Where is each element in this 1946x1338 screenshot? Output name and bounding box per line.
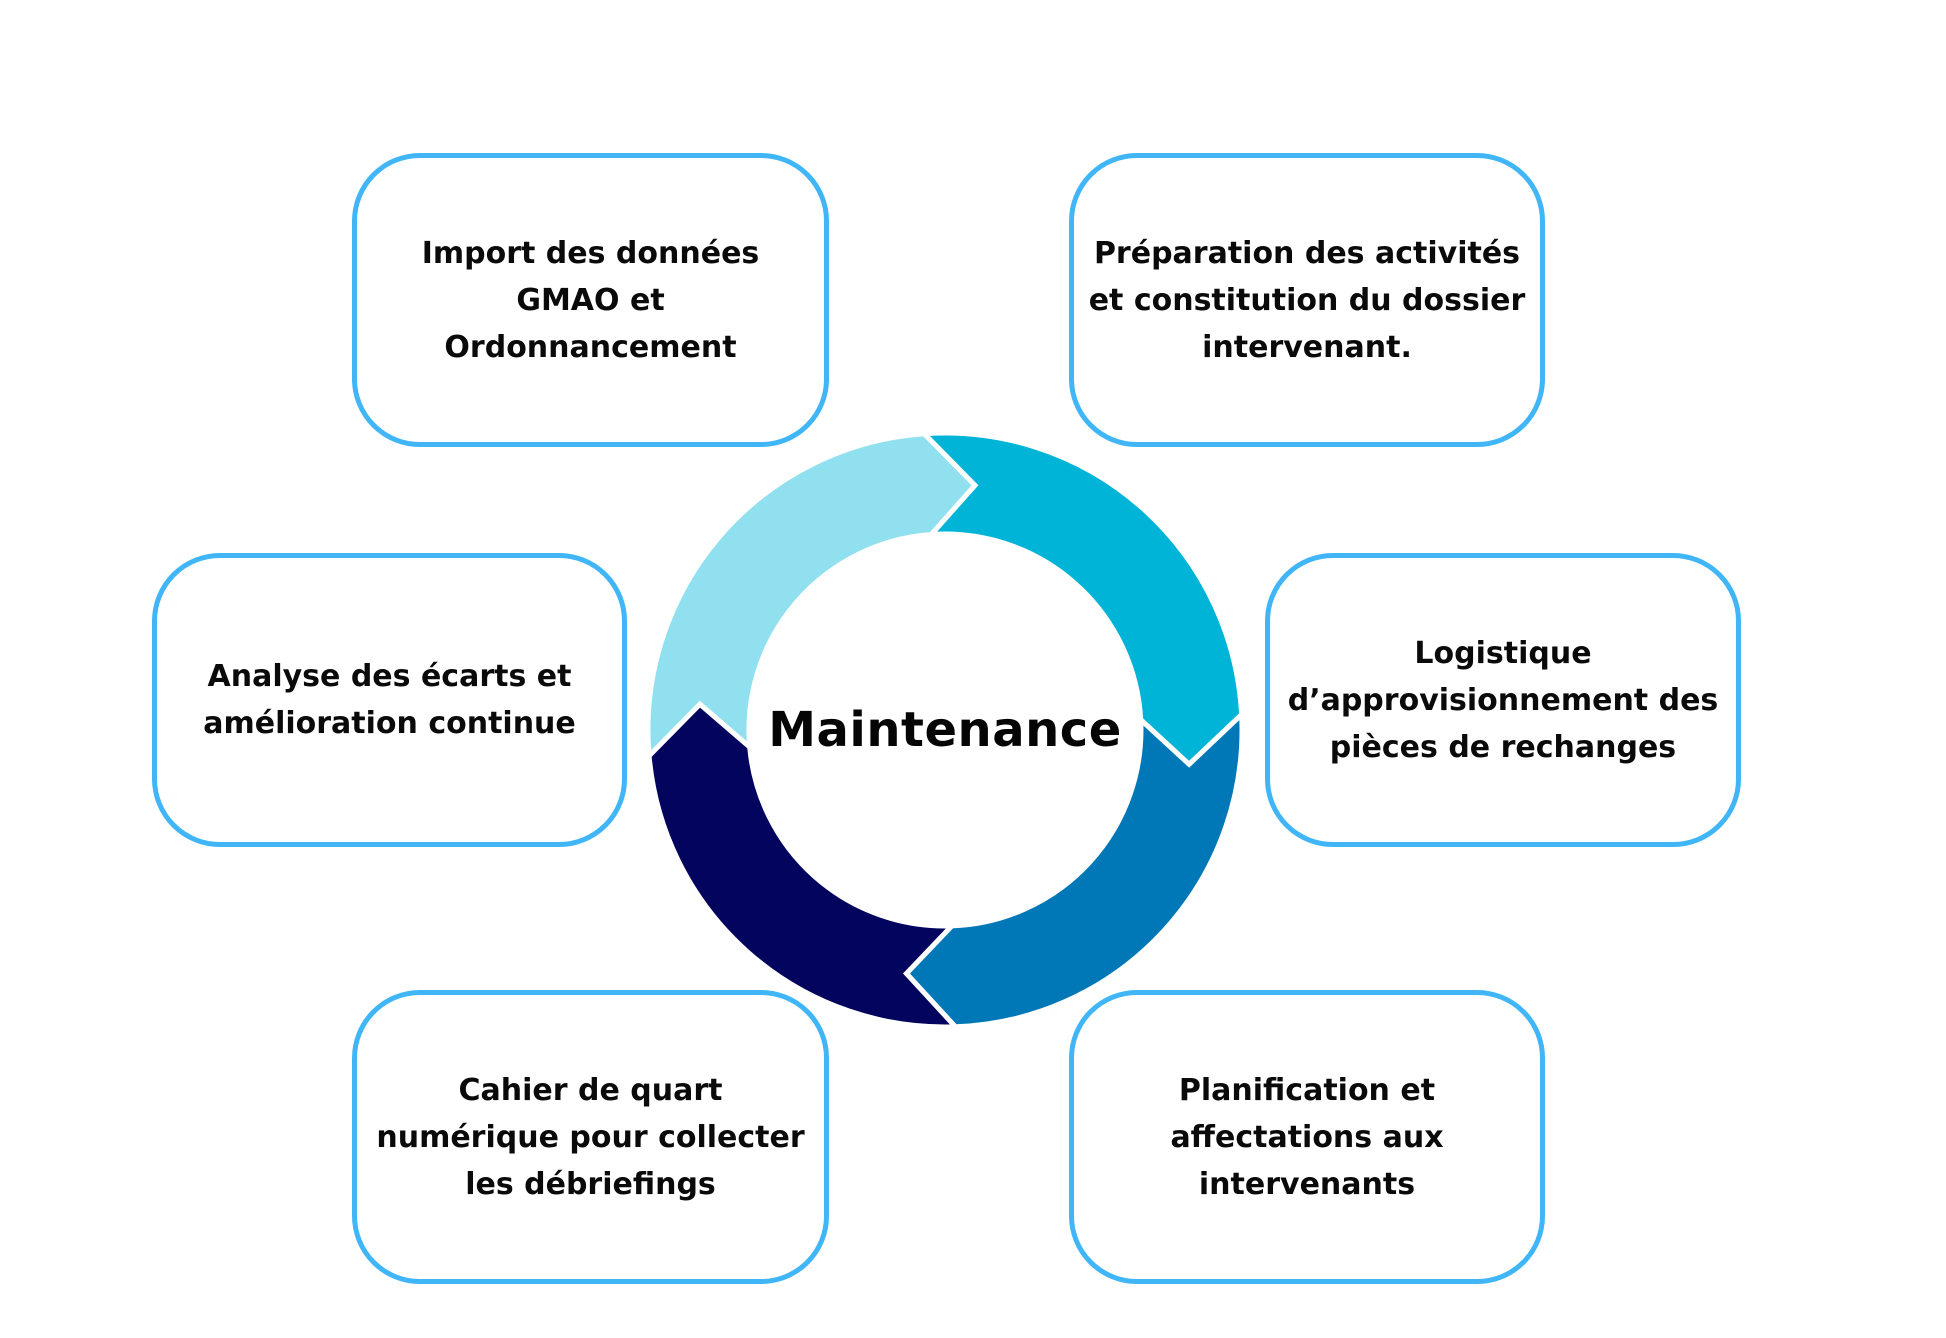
step-box-preparation: Préparation des activités et constitutio…	[1069, 153, 1545, 447]
line: numérique pour collecter	[376, 1119, 805, 1155]
step-box-planification: Planification et affectations aux interv…	[1069, 990, 1545, 1284]
line: pièces de rechanges	[1329, 729, 1677, 765]
cycle-arrow-segment-navy	[646, 700, 961, 1030]
line: amélioration continue	[203, 706, 576, 741]
line: intervenant.	[1202, 329, 1412, 365]
line: les débriefings	[465, 1166, 716, 1202]
step-text-analyse: Analyse des écarts et amélioration conti…	[193, 653, 586, 747]
line: GMAO et	[516, 282, 665, 318]
line: d’approvisionnement des	[1287, 682, 1719, 718]
line: affectations aux	[1170, 1119, 1444, 1155]
line: Logistique	[1414, 635, 1592, 671]
step-box-analyse: Analyse des écarts et amélioration conti…	[152, 553, 627, 847]
step-text-logistique: Logistique d’approvisionnement des pièce…	[1278, 630, 1729, 771]
step-text-preparation: Préparation des activités et constitutio…	[1079, 230, 1536, 371]
line: intervenants	[1198, 1166, 1416, 1202]
line: Cahier de quart	[458, 1072, 723, 1108]
line: Analyse des écarts et	[207, 659, 572, 694]
line: Import des données	[421, 235, 760, 271]
step-text-cahier: Cahier de quart numérique pour collecter…	[366, 1067, 814, 1208]
step-text-planification: Planification et affectations aux interv…	[1160, 1067, 1453, 1208]
line: Préparation des activités	[1093, 235, 1521, 271]
step-box-logistique: Logistique d’approvisionnement des pièce…	[1265, 553, 1741, 847]
line: Ordonnancement	[444, 329, 737, 365]
step-box-import: Import des données GMAO et Ordonnancemen…	[352, 153, 829, 447]
center-label-maintenance: Maintenance	[768, 702, 1122, 758]
line: et constitution du dossier	[1088, 282, 1526, 318]
line: Planification et	[1178, 1072, 1436, 1108]
step-text-import: Import des données GMAO et Ordonnancemen…	[412, 230, 770, 371]
step-box-cahier: Cahier de quart numérique pour collecter…	[352, 990, 829, 1284]
